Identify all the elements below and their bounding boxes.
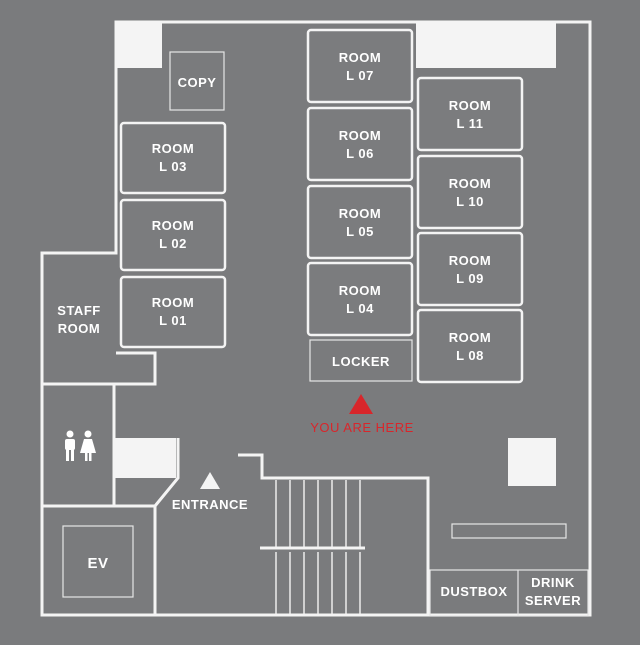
room-l02-label-1: ROOM: [152, 218, 194, 233]
room-l08-label-2: L 08: [456, 348, 484, 363]
locker-label: LOCKER: [332, 354, 390, 369]
staff-room: STAFF ROOM: [42, 303, 157, 386]
dustbox-label: DUSTBOX: [440, 584, 507, 599]
solid-block-top-right: [416, 22, 556, 68]
room-l08: ROOM L 08: [416, 308, 524, 384]
entrance-marker-icon: [200, 472, 220, 489]
you-are-here-marker-icon: [349, 394, 373, 414]
locker: LOCKER: [309, 339, 413, 382]
ev-label: EV: [87, 555, 108, 572]
room-l03-label-2: L 03: [159, 159, 187, 174]
room-l07-label-1: ROOM: [339, 50, 381, 65]
entrance-label: ENTRANCE: [172, 497, 248, 512]
room-l10: ROOM L 10: [416, 154, 524, 230]
room-l11-label-2: L 11: [456, 116, 483, 131]
service-area: DUSTBOX DRINK SERVER: [429, 569, 589, 617]
room-l06-label-2: L 06: [346, 146, 374, 161]
staff-room-label-2: ROOM: [58, 321, 100, 336]
room-l06-label-1: ROOM: [339, 128, 381, 143]
room-l02-label-2: L 02: [159, 236, 187, 251]
room-l11: ROOM L 11: [416, 76, 524, 152]
stairwell: [153, 438, 430, 615]
room-l03-label-1: ROOM: [152, 141, 194, 156]
solid-block-restroom-side: [114, 438, 176, 478]
room-l08-label-1: ROOM: [449, 330, 491, 345]
room-l09: ROOM L 09: [416, 231, 524, 307]
solid-block-top-left: [116, 22, 162, 68]
room-l09-label-1: ROOM: [449, 253, 491, 268]
you-are-here-label: YOU ARE HERE: [310, 420, 414, 435]
room-l09-label-2: L 09: [456, 271, 484, 286]
room-l03: ROOM L 03: [119, 121, 227, 195]
room-l07-label-2: L 07: [346, 68, 374, 83]
restroom: [42, 384, 116, 508]
room-l10-label-1: ROOM: [449, 176, 491, 191]
room-l07: ROOM L 07: [306, 28, 414, 104]
restroom-icon: [65, 430, 96, 461]
staff-room-label-1: STAFF: [57, 303, 100, 318]
building-outline: [40, 20, 592, 617]
room-l05-label-2: L 05: [346, 224, 374, 239]
counter: [451, 523, 567, 539]
room-l10-label-2: L 10: [456, 194, 484, 209]
room-l06: ROOM L 06: [306, 106, 414, 182]
room-l11-label-1: ROOM: [449, 98, 491, 113]
solid-block-right: [508, 438, 556, 486]
room-l01-label-1: ROOM: [152, 295, 194, 310]
room-l04: ROOM L 04: [306, 261, 414, 337]
you-are-here: YOU ARE HERE: [310, 394, 414, 435]
copy-label: COPY: [178, 75, 217, 90]
stairs: [260, 480, 365, 615]
room-l01-label-2: L 01: [159, 313, 187, 328]
copy-room: COPY: [169, 51, 225, 111]
room-l05-label-1: ROOM: [339, 206, 381, 221]
room-l04-label-2: L 04: [346, 301, 374, 316]
room-l02: ROOM L 02: [119, 198, 227, 272]
room-l05: ROOM L 05: [306, 184, 414, 260]
elevator: EV: [42, 504, 157, 615]
room-l01: ROOM L 01: [119, 275, 227, 349]
entrance: ENTRANCE: [172, 472, 248, 512]
drink-server-label-1: DRINK: [531, 575, 575, 590]
room-l04-label-1: ROOM: [339, 283, 381, 298]
drink-server-label-2: SERVER: [525, 593, 581, 608]
